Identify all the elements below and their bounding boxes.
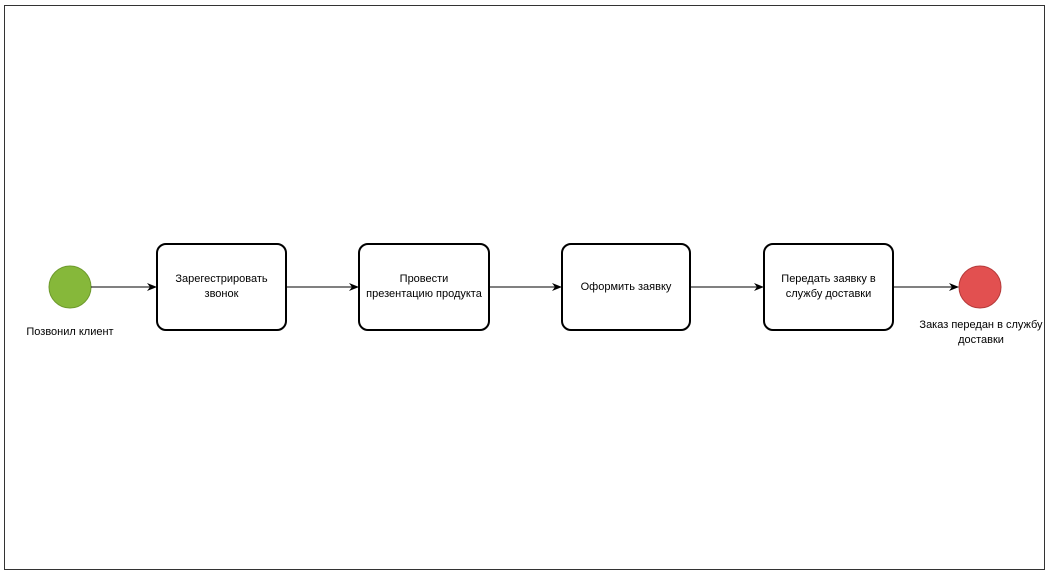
task-register-call[interactable] — [156, 243, 287, 331]
start-event-label: Позвонил клиент — [26, 326, 114, 338]
task-send-to-delivery[interactable] — [763, 243, 894, 331]
task-label-product-presentation: Провести презентацию продукта — [366, 273, 482, 300]
task-label-register-call: Зарегестрировать звонок — [175, 273, 268, 300]
end-event-label: Заказ передан в службу доставки — [919, 319, 1043, 346]
task-label-send-to-delivery: Передать заявку в службу доставки — [781, 273, 876, 300]
task-create-order[interactable] — [561, 243, 691, 331]
task-label-create-order: Оформить заявку — [580, 280, 672, 293]
start-event[interactable] — [48, 265, 92, 309]
task-product-presentation[interactable] — [358, 243, 490, 331]
end-event[interactable] — [958, 265, 1002, 309]
